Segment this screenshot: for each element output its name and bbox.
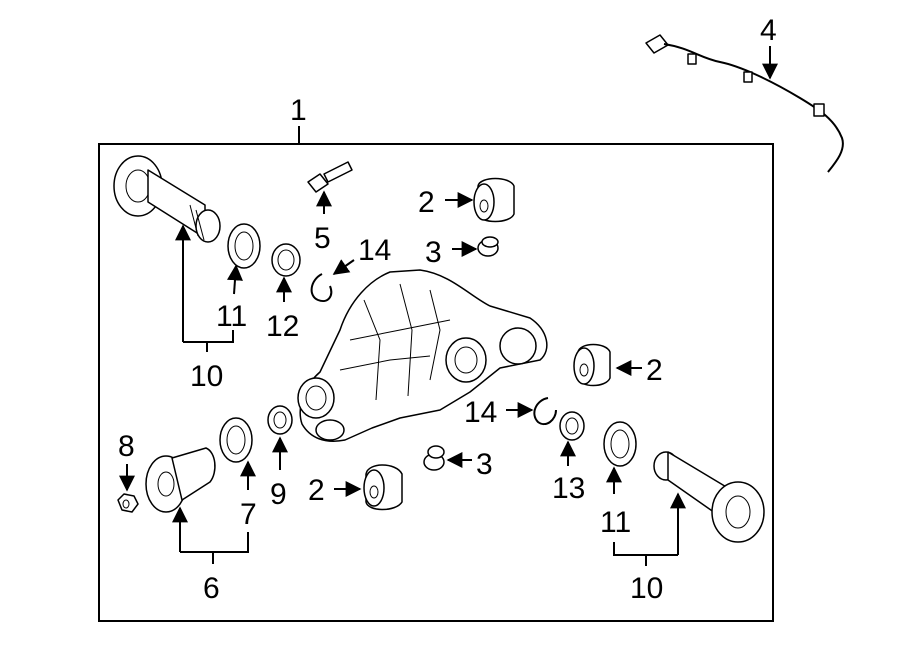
callout-6: 6: [203, 572, 220, 605]
callout-5: 5: [314, 222, 331, 255]
callout-9: 9: [270, 478, 287, 511]
part-10-right-flange-shaft: [653, 451, 765, 543]
part-1-differential-housing: [297, 269, 548, 442]
part-11-right-seal: [603, 421, 637, 467]
callout-13: 13: [552, 472, 585, 505]
callout-10-right: 10: [630, 572, 663, 605]
part-2-lower-bushing: [363, 464, 403, 511]
callout-7: 7: [240, 498, 257, 531]
part-10-left-flange-shaft: [113, 155, 221, 243]
part-8-nut: [117, 493, 139, 513]
callout-3-top: 3: [425, 236, 442, 269]
callout-4: 4: [760, 14, 777, 47]
callout-14-upper: 14: [358, 234, 391, 267]
part-12-bearing: [271, 243, 301, 277]
callout-11-right: 11: [600, 506, 631, 539]
part-2-right-bushing: [573, 343, 611, 387]
callout-10-right-bracket: [613, 542, 678, 556]
part-6-input-flange: [145, 447, 216, 513]
callout-2-lower: 2: [308, 474, 325, 507]
part-3-lower-plug: [423, 445, 445, 471]
callout-1: 1: [290, 94, 307, 127]
part-4-wire-harness: [645, 34, 844, 173]
callout-2-top: 2: [418, 186, 435, 219]
part-13-bearing: [559, 411, 585, 441]
callout-10-left: 10: [190, 360, 223, 393]
callout-2-right: 2: [646, 354, 663, 387]
callout-14-lower: 14: [464, 396, 497, 429]
part-14-lower-snap-ring: [533, 397, 557, 426]
part-11-left-seal: [227, 223, 261, 269]
part-3-top-plug: [477, 236, 499, 257]
callout-12: 12: [266, 310, 299, 343]
callout-8: 8: [118, 430, 135, 463]
callout-11-left: 11: [216, 300, 247, 333]
callout-3-lower: 3: [476, 448, 493, 481]
part-9-bearing: [267, 405, 293, 435]
callout-6-bracket: [180, 532, 249, 553]
part-7-seal: [219, 417, 253, 463]
callout-14-upper-arrow: [332, 259, 355, 275]
callout-11-left-arrow: [226, 264, 243, 295]
part-14-upper-snap-ring: [310, 273, 333, 302]
part-5-vent-bolt: [307, 161, 353, 193]
assembly-frame: [98, 143, 774, 622]
callout-10-left-bracket: [183, 330, 234, 343]
part-2-top-bushing: [473, 177, 515, 223]
